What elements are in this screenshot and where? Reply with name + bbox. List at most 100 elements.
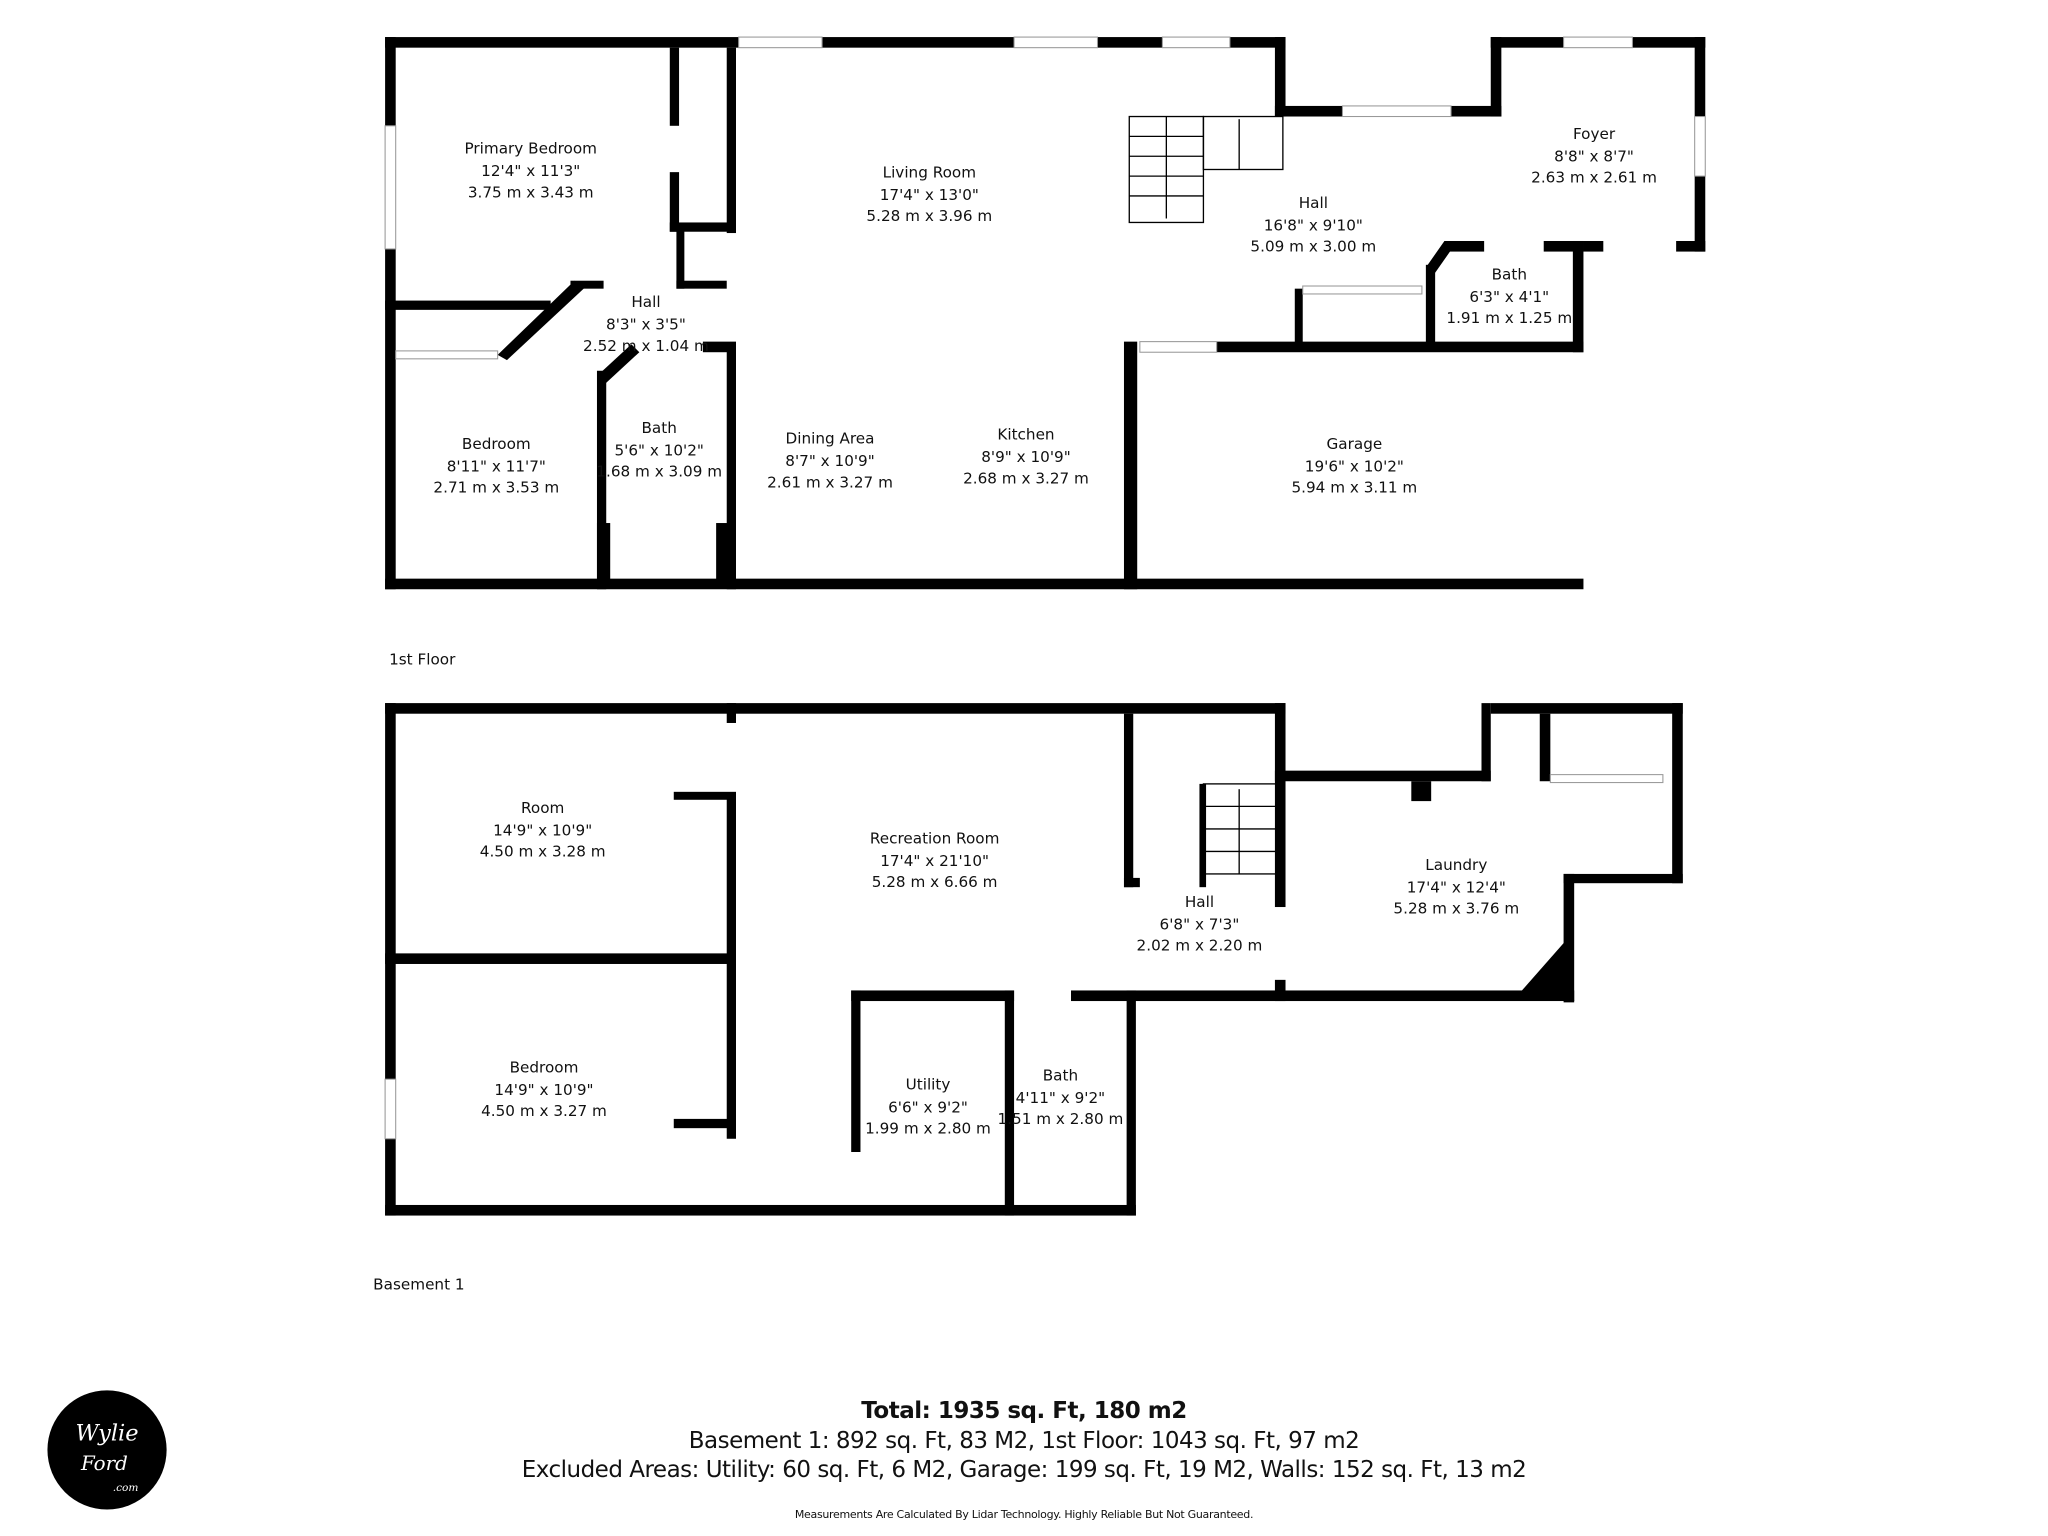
room-name: Living Room [883, 163, 976, 181]
wall [726, 47, 736, 234]
wall [385, 953, 736, 964]
room-dimensions-metric: 4.50 m x 3.27 m [481, 1102, 607, 1120]
wall [676, 280, 727, 289]
room-dimensions-imperial: 14'9" x 10'9" [494, 1081, 593, 1099]
wall [669, 222, 736, 232]
room-dimensions-imperial: 8'3" x 3'5" [606, 316, 686, 334]
room-dimensions-metric: 2.02 m x 2.20 m [1137, 937, 1263, 955]
room-dimensions-metric: 2.61 m x 3.27 m [767, 473, 893, 491]
wall [1543, 240, 1584, 252]
wall [1126, 990, 1136, 1216]
wall [1676, 240, 1706, 252]
room-dimensions-imperial: 6'6" x 9'2" [888, 1098, 968, 1116]
wall [596, 370, 607, 590]
wall [1071, 990, 1575, 1002]
windows [384, 36, 1706, 1140]
svg-text:Ford: Ford [80, 1452, 128, 1475]
room-dimensions-metric: 1.68 m x 3.09 m [596, 463, 722, 481]
wall [1274, 770, 1491, 782]
room-name: Bedroom [462, 435, 531, 453]
room-dimensions-imperial: 17'4" x 13'0" [880, 186, 979, 204]
wall [570, 280, 604, 289]
staircase [1202, 115, 1284, 171]
room-dimensions-imperial: 14'9" x 10'9" [493, 822, 592, 840]
wall [673, 791, 736, 800]
logo: Wylie Ford .com [47, 1390, 167, 1510]
wall [385, 300, 551, 310]
room-dimensions-imperial: 4'11" x 9'2" [1016, 1089, 1105, 1107]
wall [1672, 703, 1683, 884]
room-dimensions-imperial: 19'6" x 10'2" [1305, 457, 1404, 475]
wall [385, 37, 1286, 48]
room-dimensions-metric: 2.71 m x 3.53 m [433, 479, 559, 497]
room-name: Room [521, 799, 564, 817]
room-dimensions-imperial: 8'7" x 10'9" [785, 452, 874, 470]
room-dimensions-imperial: 6'3" x 4'1" [1469, 288, 1549, 306]
wall [1274, 703, 1286, 908]
stairs [1128, 115, 1284, 875]
disclaimer: Measurements Are Calculated By Lidar Tec… [794, 1508, 1254, 1521]
wall [1274, 37, 1286, 117]
room-name: Dining Area [786, 430, 875, 448]
room-name: Kitchen [997, 426, 1054, 444]
room-dimensions-metric: 2.63 m x 2.61 m [1531, 169, 1657, 187]
room-name: Hall [1299, 194, 1328, 212]
room-dimensions-imperial: 8'8" x 8'7" [1554, 148, 1634, 166]
wall [851, 990, 1015, 1002]
wall [1294, 288, 1303, 345]
room-label: Bath 5'6" x 10'2" 1.68 m x 3.09 m [596, 419, 722, 481]
window [384, 125, 397, 250]
room-name: Bath [1043, 1066, 1078, 1084]
total-area: Total: 1935 sq. Ft, 180 m2 [861, 1398, 1187, 1424]
room-dimensions-imperial: 5'6" x 10'2" [614, 442, 703, 460]
room-dimensions-imperial: 17'4" x 21'10" [880, 852, 989, 870]
wall [1425, 264, 1436, 347]
floor-label-basement: Basement 1 [373, 1276, 464, 1294]
wall [1481, 703, 1491, 782]
room-dimensions-metric: 4.50 m x 3.28 m [480, 843, 606, 861]
wall [1490, 703, 1683, 714]
wall-diagonal [497, 280, 584, 361]
wall [669, 172, 680, 232]
wall [669, 47, 680, 126]
wall [1123, 713, 1134, 888]
room-name: Utility [906, 1076, 951, 1094]
room-dimensions-metric: 5.09 m x 3.00 m [1250, 238, 1376, 256]
room-dimensions-imperial: 17'4" x 12'4" [1407, 878, 1506, 896]
room-dimensions-metric: 5.28 m x 3.76 m [1393, 900, 1519, 918]
room-dimensions-metric: 1.51 m x 2.80 m [998, 1110, 1124, 1128]
wall [1123, 877, 1140, 888]
room-label: Bath 6'3" x 4'1" 1.91 m x 1.25 m [1446, 265, 1572, 327]
room-dimensions-metric: 2.68 m x 3.27 m [963, 469, 1089, 487]
wall-diagonal [1517, 940, 1575, 1002]
room-name: Bath [642, 419, 677, 437]
wall [385, 578, 1584, 590]
floor-label-1st: 1st Floor [389, 651, 456, 669]
wall [702, 341, 736, 353]
wall [1123, 341, 1138, 590]
excluded-areas: Excluded Areas: Utility: 60 sq. Ft, 6 M2… [521, 1457, 1527, 1483]
window [1563, 36, 1633, 49]
room-dimensions-metric: 1.99 m x 2.80 m [865, 1119, 991, 1137]
wall [385, 703, 1286, 714]
room-dimensions-metric: 1.91 m x 1.25 m [1446, 309, 1572, 327]
room-name: Foyer [1573, 125, 1616, 143]
wall [1563, 873, 1683, 884]
room-name: Bath [1492, 265, 1527, 283]
wall [726, 794, 736, 1139]
window [384, 1078, 397, 1140]
room-dimensions-metric: 3.75 m x 3.43 m [468, 183, 594, 201]
wall [676, 225, 685, 289]
window [1139, 341, 1218, 353]
window [1694, 115, 1706, 177]
